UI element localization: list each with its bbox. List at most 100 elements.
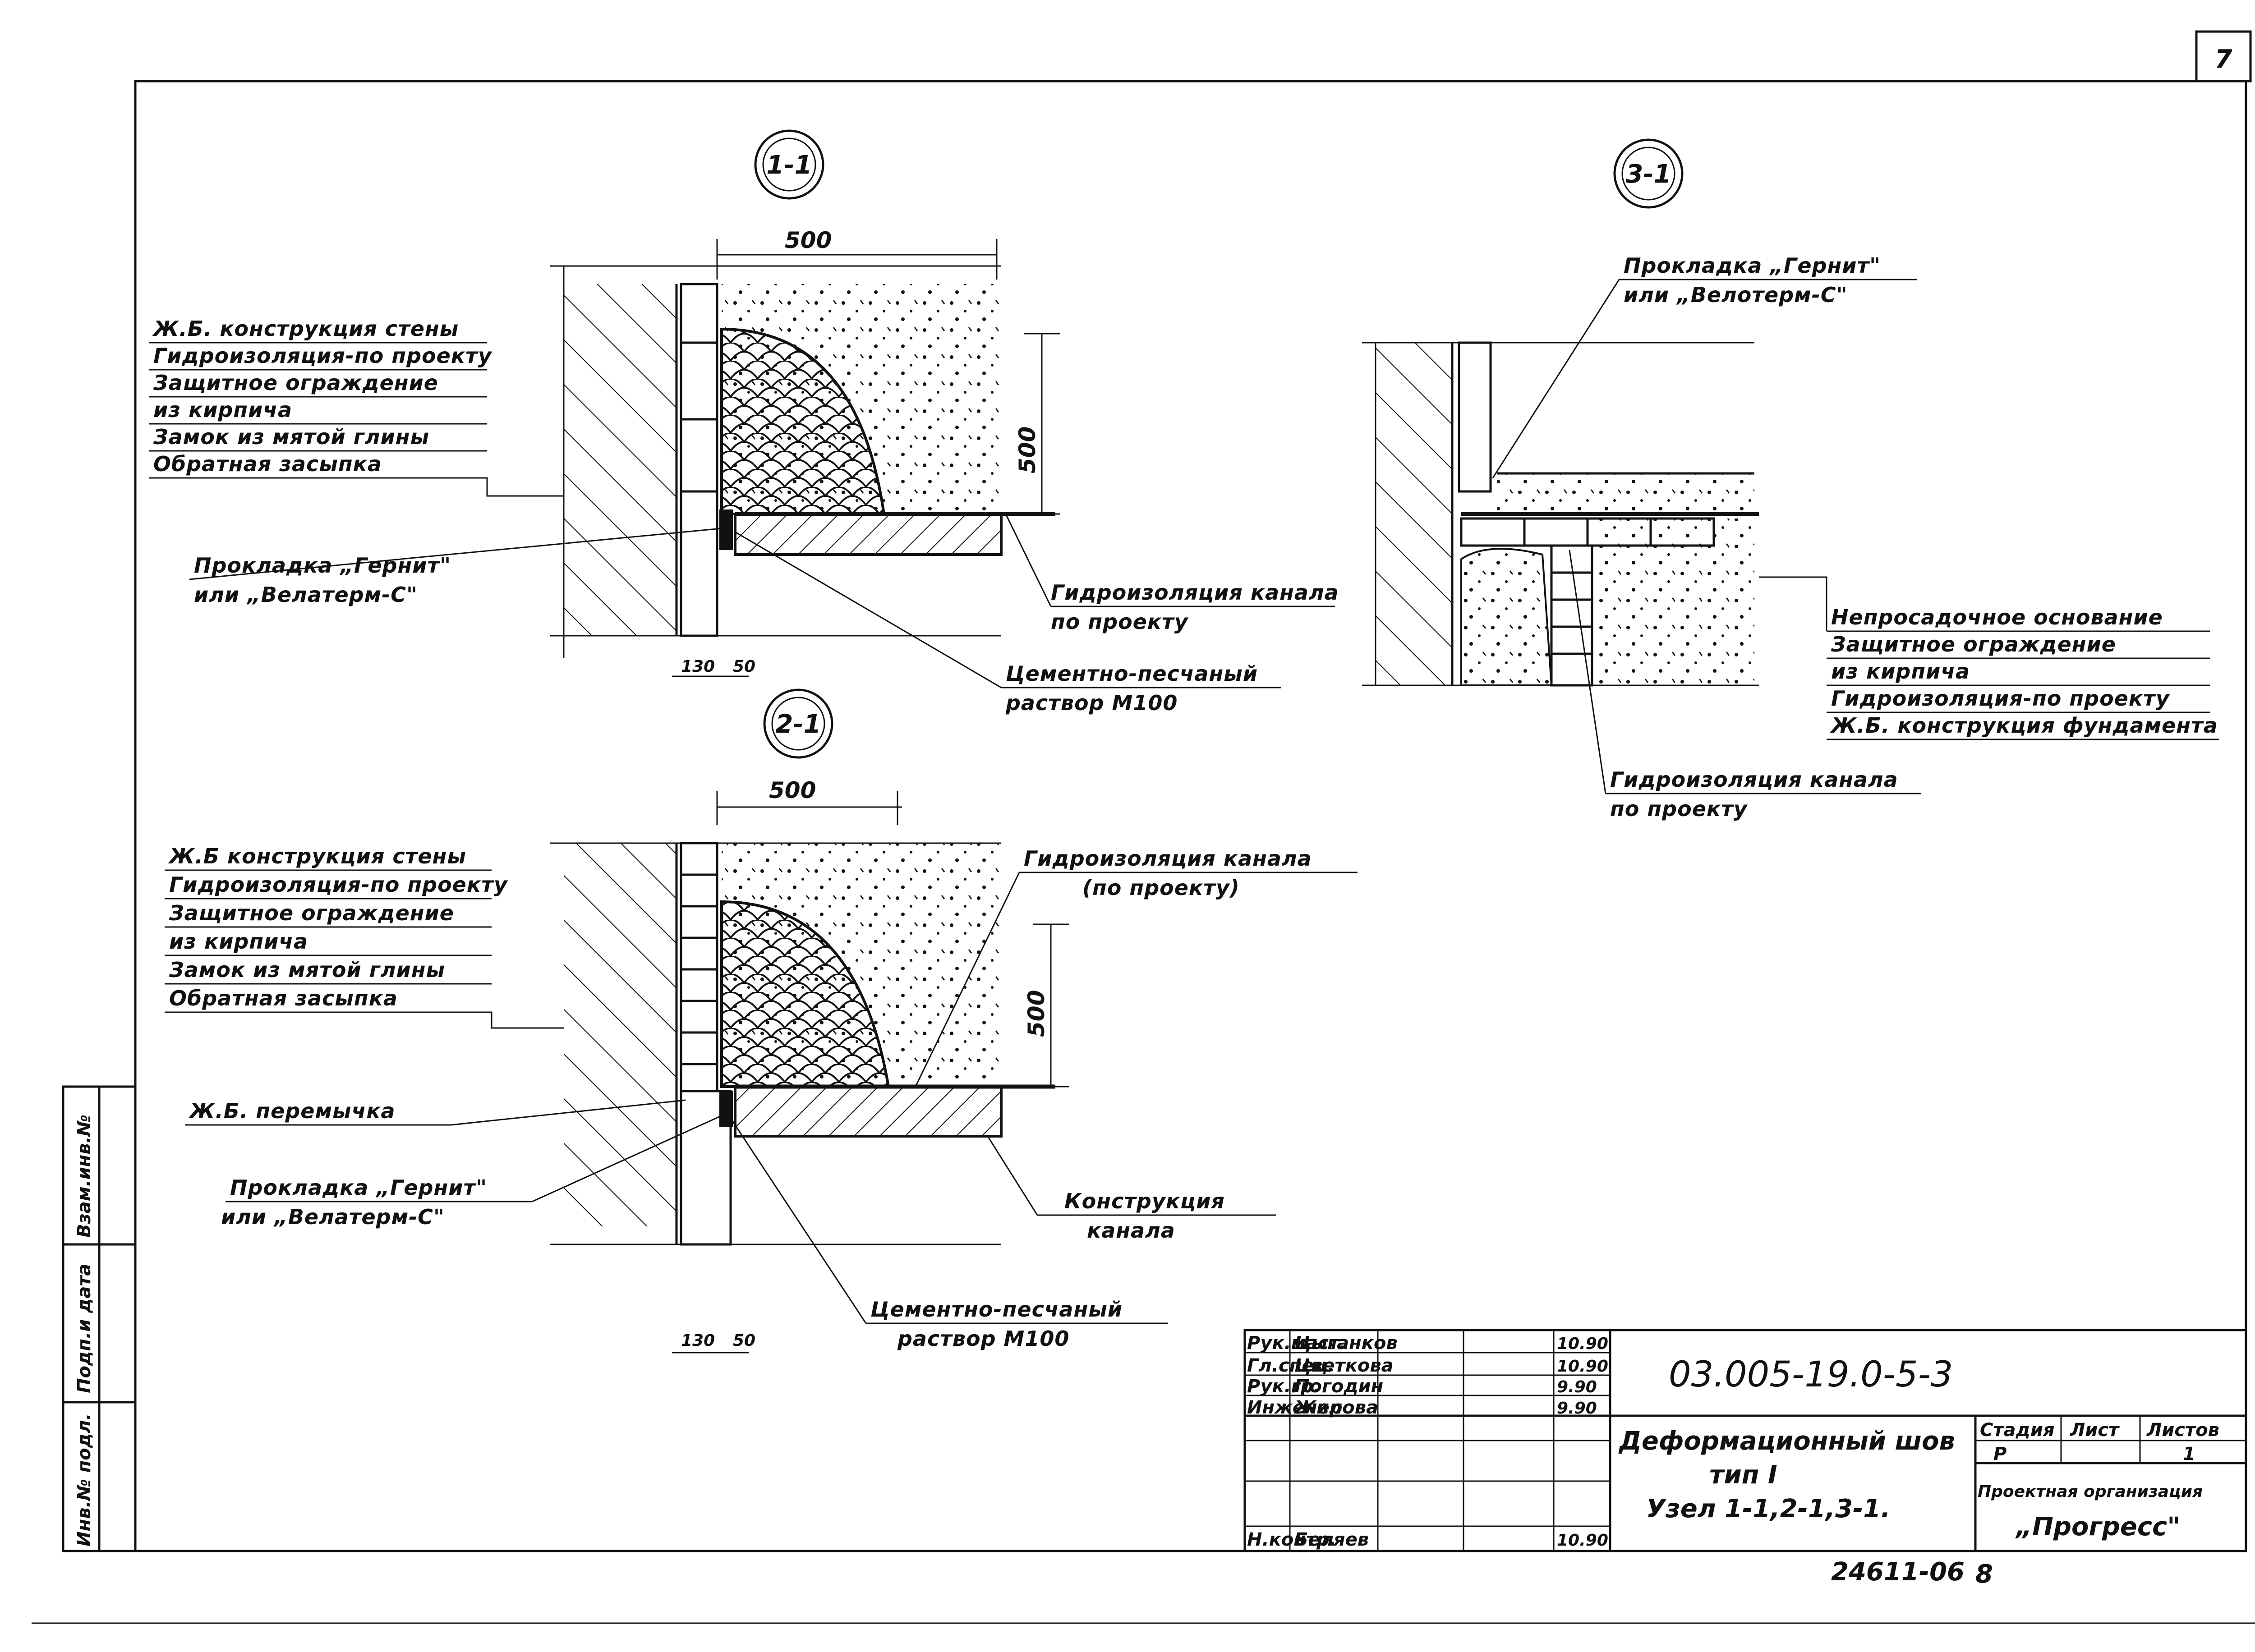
stage-label: Стадия <box>1980 1420 2055 1441</box>
signer-date: 9.90 <box>1557 1399 1597 1418</box>
label-mortar-2: раствор М100 <box>1005 691 1178 715</box>
sheets-value: 1 <box>2183 1444 2195 1464</box>
label-rc-wall-2: Ж.Б конструкция стены <box>168 844 466 868</box>
signer-name: Беляев <box>1294 1529 1369 1550</box>
title-line-1: Деформационный шов <box>1618 1427 1955 1456</box>
side-stamp-replace: Взам.инв.№ <box>74 1115 95 1238</box>
label-waterproofing-2: Гидроизоляция-по проекту <box>169 872 508 897</box>
non-settling-base <box>1597 519 1754 685</box>
signer-role: Рук.маст. <box>1247 1333 1346 1354</box>
dim-gap: 50 <box>733 657 755 676</box>
signer-date: 9.90 <box>1557 1378 1597 1396</box>
label-stack-right: Непросадочное основание Защитное огражде… <box>1759 576 2219 740</box>
sheet-number-box <box>2195 30 2252 83</box>
signer-name: Цыганков <box>1294 1333 1398 1354</box>
channel-slab-3 <box>1497 473 1754 514</box>
label-channel-wp-1: Гидроизоляция канала <box>1051 580 1339 605</box>
label-mortar-2-2: раствор М100 <box>897 1326 1069 1351</box>
footer-code: 24611-06 <box>1831 1557 1965 1587</box>
label-brick-2: из кирпича <box>169 929 308 954</box>
clay-lock-2 <box>720 900 890 1088</box>
label-waterproofing: Гидроизоляция-по проекту <box>153 344 492 368</box>
brick-wall <box>680 283 718 637</box>
label-stack-left: Ж.Б. конструкция стены Гидроизоляция-по … <box>149 317 564 497</box>
signer-name: Погодин <box>1294 1376 1383 1397</box>
channel-slab <box>734 513 1003 556</box>
dim-brick: 130 <box>681 657 715 676</box>
section-mark-2: 2-1 <box>775 710 821 739</box>
footer-num: 8 <box>1975 1560 1993 1589</box>
sheet-label: Лист <box>2070 1420 2120 1441</box>
label-mortar-1: Цементно-песчаный <box>1006 661 1258 686</box>
label-channel-wp-3-2: по проекту <box>1610 797 1748 821</box>
channel-slab-2 <box>734 1085 1003 1138</box>
org-line-2: „Прогресс" <box>2015 1512 2180 1542</box>
label-gasket-2-2: или „Велатерм-С" <box>221 1205 445 1229</box>
title-line-3: Узел 1-1,2-1,3-1. <box>1646 1494 1891 1524</box>
dim-brick-2: 130 <box>681 1331 715 1350</box>
section-mark-circle-3 <box>1613 138 1684 209</box>
sheets-label: Листов <box>2146 1420 2219 1441</box>
label-waterproofing-3: Гидроизоляция-по проекту <box>1831 686 2170 711</box>
label-mortar-2-1: Цементно-песчаный <box>870 1297 1123 1322</box>
signer-role: Инженер <box>1247 1397 1342 1418</box>
label-clay: Замок из мятой глины <box>153 425 429 449</box>
rc-wall <box>564 284 676 636</box>
label-construction-2: канала <box>1087 1218 1175 1243</box>
signer-date: 10.90 <box>1557 1531 1608 1550</box>
label-protective: Защитное ограждение <box>153 371 438 395</box>
label-channel-wp-2-1: Гидроизоляция канала <box>1024 846 1312 871</box>
signer-name: Цветкова <box>1294 1355 1394 1376</box>
label-brick: из кирпича <box>153 398 292 422</box>
title-line-2: тип I <box>1709 1460 1777 1490</box>
signer-role: Гл.спец. <box>1247 1355 1334 1376</box>
sheet-number: 7 <box>2215 45 2232 74</box>
section-mark-circle-2 <box>763 688 833 759</box>
dim-width-2: 500 <box>769 777 816 803</box>
label-gasket-3-1: Прокладка „Гернит" <box>1624 253 1881 278</box>
rc-foundation <box>1376 343 1452 685</box>
dim-gap-2: 50 <box>733 1331 755 1350</box>
label-rc-foundation: Ж.Б. конструкция фундамента <box>1830 713 2218 738</box>
dim-height-2: 500 <box>1023 990 1049 1037</box>
section-1-1: 1-1 500 500 130 50 Ж.Б. констру <box>149 129 1339 715</box>
brick-wall-2 <box>680 842 718 1092</box>
label-gasket-2-1: Прокладка „Гернит" <box>230 1175 487 1200</box>
signer-date: 10.90 <box>1557 1335 1608 1353</box>
label-backfill-2: Обратная засыпка <box>169 986 398 1010</box>
signer-role: Рук.гр. <box>1247 1376 1320 1397</box>
dim-width: 500 <box>785 227 832 253</box>
label-gasket-2: или „Велатерм-С" <box>194 583 418 607</box>
joint-gasket <box>1458 341 1492 493</box>
section-3-1: 3-1 Прокладка „Гернит" или „Велотерм-С" … <box>1362 138 2219 821</box>
label-channel-wp-3-1: Гидроизоляция канала <box>1610 767 1898 792</box>
label-gasket-1: Прокладка „Гернит" <box>194 553 451 578</box>
label-channel-wp-2-2: (по проекту) <box>1082 876 1240 900</box>
signer-name: Жилова <box>1293 1397 1378 1418</box>
section-2-1: 2-1 500 500 130 50 Ж.Б конструкция стены <box>165 688 1358 1354</box>
section-mark: 1-1 <box>766 151 812 180</box>
signer-date: 10.90 <box>1557 1357 1608 1376</box>
dim-height: 500 <box>1014 427 1040 473</box>
label-rc-wall: Ж.Б. конструкция стены <box>152 317 459 341</box>
drawing-frame <box>134 80 2247 1552</box>
label-base: Непросадочное основание <box>1831 605 2163 629</box>
label-lintel: Ж.Б. перемычка <box>188 1099 395 1123</box>
label-brick-3: из кирпича <box>1831 659 1970 684</box>
org-line-1: Проектная организация <box>1978 1482 2203 1501</box>
label-channel-wp-2: по проекту <box>1051 610 1189 634</box>
side-stamp-sign: Подп.и дата <box>74 1263 95 1393</box>
label-protective-2: Защитное ограждение <box>169 901 454 925</box>
side-stamp: Инв.№ подл. Подп.и дата Взам.инв.№ <box>62 1085 137 1552</box>
drawing-code: 03.005-19.0-5-3 <box>1669 1354 1953 1395</box>
signer-role: Н.контр. <box>1247 1529 1336 1550</box>
side-stamp-inv: Инв.№ подл. <box>74 1413 95 1546</box>
label-backfill: Обратная засыпка <box>153 452 382 476</box>
rc-wall-2 <box>564 843 676 1226</box>
label-gasket-3-2: или „Велотерм-С" <box>1624 283 1848 307</box>
section-mark-3: 3-1 <box>1625 160 1671 189</box>
clay-lock <box>720 327 886 515</box>
